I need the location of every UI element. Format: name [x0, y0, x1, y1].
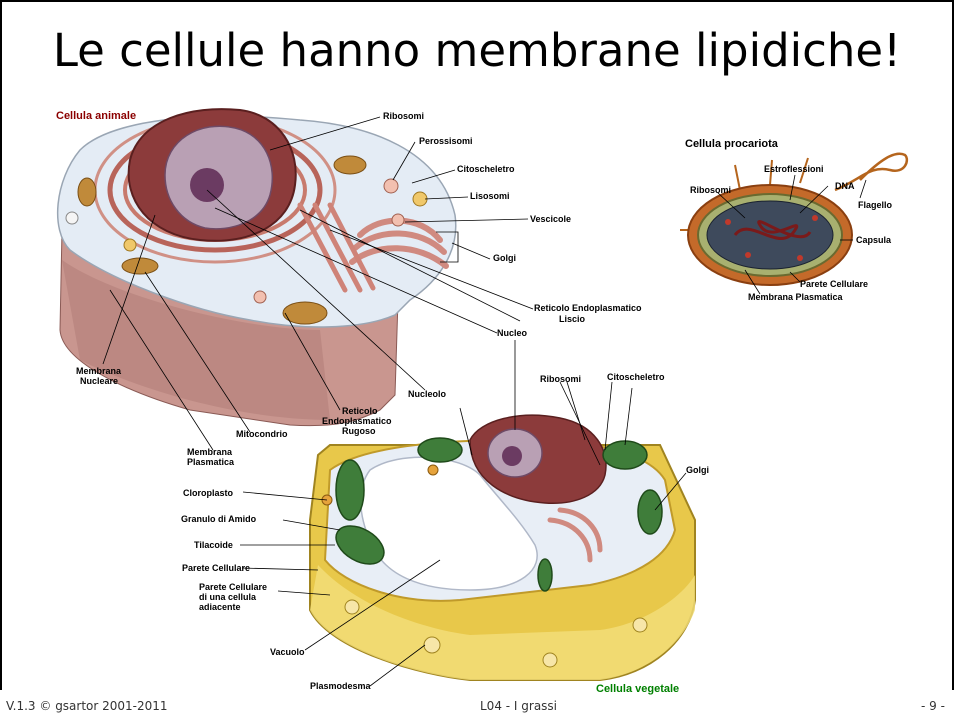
label-membrana-plasmatica-line2: Plasmatica	[187, 457, 235, 467]
label-citoscheletro-animal: Citoscheletro	[457, 164, 515, 174]
label-ribosomi-animal: Ribosomi	[383, 111, 424, 121]
animal-mitochondrion-2	[334, 156, 366, 174]
prokaryote-ribosome-4	[812, 215, 818, 221]
label-parete-prokaryote: Parete Cellulare	[800, 279, 868, 289]
plant-cell-chloroplast-4	[603, 441, 647, 469]
animal-lysosome-2	[124, 239, 136, 251]
plant-cell-chloroplast-1	[336, 460, 364, 520]
label-parete-adj-line2: di una cellula	[199, 592, 257, 602]
footer-version: V.1.3 © gsartor 2001-2011	[6, 699, 168, 713]
plant-cell-pit-4	[633, 618, 647, 632]
label-perossisomi: Perossisomi	[419, 136, 473, 146]
label-rel-line1: Reticolo Endoplasmatico	[534, 303, 642, 313]
label-parete-adj-line3: adiacente	[199, 602, 241, 612]
animal-peroxisome	[384, 179, 398, 193]
animal-mitochondrion-3	[78, 178, 96, 206]
footer-page-number: - 9 -	[921, 699, 945, 713]
animal-vesicle-2	[254, 291, 266, 303]
plant-cell-illustration	[310, 415, 695, 680]
animal-mitochondrion-4	[122, 258, 158, 274]
label-membrana-plasmatica-line1: Membrana	[187, 447, 233, 457]
plant-cell-pit-3	[543, 653, 557, 667]
label-dna: DNA	[835, 181, 855, 191]
label-golgi-animal: Golgi	[493, 253, 516, 263]
label-rer-line2: Endoplasmatico	[322, 416, 392, 426]
label-plasmodesma: Plasmodesma	[310, 681, 372, 691]
label-membrana-nucleare-line1: Membrana	[76, 366, 122, 376]
label-parete-plant: Parete Cellulare	[182, 563, 250, 573]
label-parete-adj-line1: Parete Cellulare	[199, 582, 267, 592]
label-rer-line1: Reticolo	[342, 406, 378, 416]
plant-cell-chloroplast-5	[638, 490, 662, 534]
plant-cell-chloroplast-3	[418, 438, 462, 462]
footer-lecture: L04 - I grassi	[480, 699, 557, 713]
label-golgi-plant: Golgi	[686, 465, 709, 475]
label-ribosomi-plant: Ribosomi	[540, 374, 581, 384]
label-flagello: Flagello	[858, 200, 893, 210]
prokaryote-ribosome-3	[797, 255, 803, 261]
label-membrana-prokaryote: Membrana Plasmatica	[748, 292, 844, 302]
plant-cell-pit-2	[345, 600, 359, 614]
prokaryote-ribosome-1	[725, 219, 731, 225]
label-tilacoide: Tilacoide	[194, 540, 233, 550]
label-rel-line2: Liscio	[559, 314, 586, 324]
label-vescicole: Vescicole	[530, 214, 571, 224]
animal-nucleolus	[190, 168, 224, 202]
label-granulo: Granulo di Amido	[181, 514, 257, 524]
prokaryote-heading: Cellula procariota	[685, 138, 779, 150]
label-nucleolo: Nucleolo	[408, 389, 447, 399]
label-estroflessioni: Estroflessioni	[764, 164, 824, 174]
plant-cell-pit-1	[424, 637, 440, 653]
animal-vesicle-3	[66, 212, 78, 224]
label-rer-line3: Rugoso	[342, 426, 376, 436]
label-mitocondrio: Mitocondrio	[236, 429, 288, 439]
label-vacuolo: Vacuolo	[270, 647, 305, 657]
plant-cell-starch-2	[428, 465, 438, 475]
plant-cell-nucleolus	[502, 446, 522, 466]
label-nucleo: Nucleo	[497, 328, 528, 338]
animal-lysosome-1	[413, 192, 427, 206]
label-ribosomi-prokaryote: Ribosomi	[690, 185, 731, 195]
plant-cell-heading: Cellula vegetale	[596, 683, 679, 695]
label-membrana-nucleare-line2: Nucleare	[80, 376, 118, 386]
animal-vesicle-1	[392, 214, 404, 226]
label-cloroplasto: Cloroplasto	[183, 488, 234, 498]
plant-cell-chloroplast-6	[538, 559, 552, 591]
label-lisosomi: Lisosomi	[470, 191, 510, 201]
label-capsula: Capsula	[856, 235, 892, 245]
animal-cell-heading: Cellula animale	[56, 110, 136, 122]
label-citoscheletro-plant: Citoscheletro	[607, 372, 665, 382]
prokaryote-ribosome-2	[745, 252, 751, 258]
